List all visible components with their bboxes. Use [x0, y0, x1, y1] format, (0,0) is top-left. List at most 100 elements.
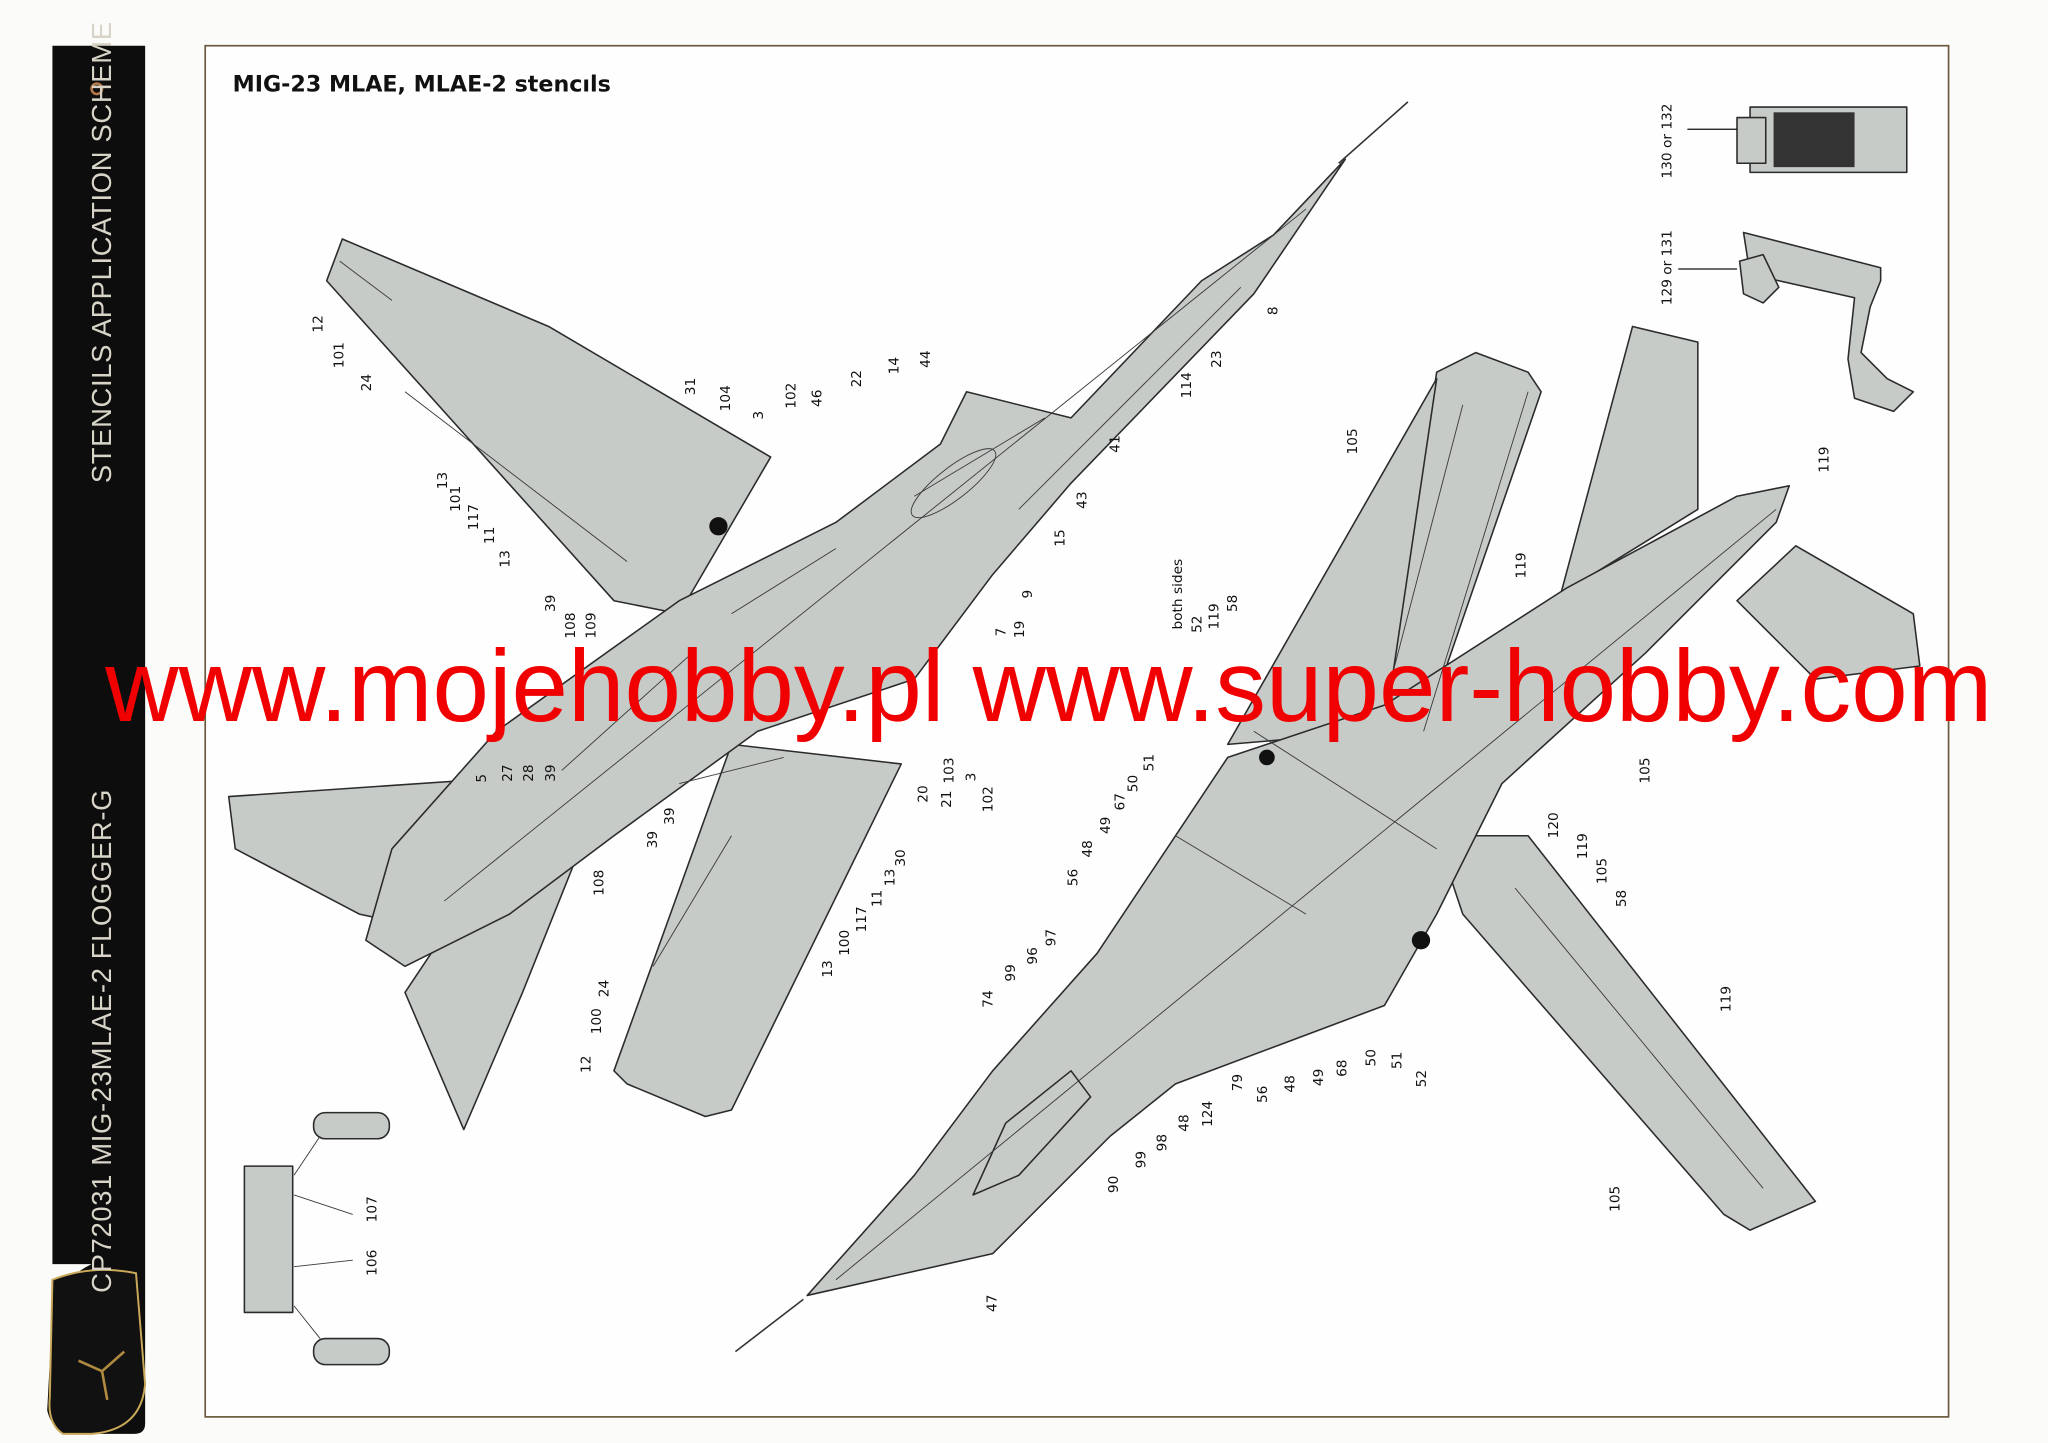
stencil-number-label: 11 — [482, 527, 498, 544]
pitot-probe — [1338, 101, 1409, 164]
stencil-number-label: 28 — [521, 764, 537, 781]
stencil-number-label: 39 — [543, 764, 559, 781]
stencil-number-label: 43 — [1075, 491, 1091, 508]
landing-gear-detail: 107 106 — [243, 1111, 391, 1366]
stencil-number-label: 19 — [1012, 621, 1028, 638]
stencil-number-label: 102 — [981, 786, 997, 812]
stencil-number-label: 114 — [1179, 372, 1195, 398]
stencil-number-label: 14 — [887, 357, 903, 374]
ejection-seat-front: 130 or 132 — [1660, 104, 1908, 179]
stencil-number-label: 100 — [589, 1008, 605, 1034]
stencil-number-label: 120 — [1546, 812, 1562, 838]
stencil-number-label: 3 — [751, 411, 767, 420]
stencil-number-label: 9 — [1020, 590, 1036, 599]
stencil-number-label: 51 — [1389, 1052, 1405, 1069]
sidebar-band: STENCILS APPLICATION SCHEME CP72031 MIG-… — [47, 21, 147, 1435]
stencil-number-label: 5 — [474, 774, 490, 783]
upper-stabilizer — [1559, 325, 1699, 595]
stencil-number-label: 56 — [1255, 1086, 1271, 1103]
sidebar-top-text: STENCILS APPLICATION SCHEME — [86, 21, 117, 483]
stencil-number-label: 96 — [1025, 947, 1041, 964]
stencil-number-label: 49 — [1098, 817, 1114, 834]
stencil-number-label: 100 — [837, 930, 853, 956]
stencil-number-label: 102 — [783, 383, 799, 409]
stencil-number-label: 67 — [1113, 793, 1129, 810]
right-wing — [1435, 834, 1817, 1231]
stencil-number-label: 41 — [1107, 435, 1123, 452]
stencil-number-label: 23 — [1209, 350, 1225, 367]
right-stabilizer — [1736, 545, 1921, 680]
stencil-number-label: 97 — [1043, 929, 1059, 946]
aircraft-underside-view — [227, 101, 1409, 1131]
stencil-number-label: 68 — [1335, 1059, 1351, 1076]
stencil-number-label: 101 — [332, 342, 348, 368]
stencil-number-label: 13 — [883, 869, 899, 886]
aircraft-top-view — [734, 325, 1921, 1353]
stencil-number-label: 47 — [985, 1295, 1001, 1312]
stencil-number-label: 119 — [1718, 986, 1734, 1012]
stencil-number-label: 24 — [597, 980, 613, 997]
gear-label-107: 107 — [364, 1196, 380, 1222]
propeller-logo-icon — [78, 1350, 126, 1401]
stencil-number-label: 56 — [1066, 869, 1082, 886]
stencil-number-label: 119 — [1513, 552, 1529, 578]
sidebar-bottom-text: CP72031 MIG-23MLAE-2 FLOGGER-G — [86, 789, 117, 1293]
stencil-number-label: 24 — [359, 374, 375, 391]
stencil-number-label: 105 — [1345, 428, 1361, 454]
seat-label-front: 130 or 132 — [1660, 104, 1676, 179]
gear-ornament-icon — [90, 82, 104, 96]
stencil-number-label: 48 — [1080, 840, 1096, 857]
stencil-number-label: 119 — [1575, 833, 1591, 859]
stencil-number-label: 108 — [592, 870, 608, 896]
stencil-number-label: 98 — [1154, 1134, 1170, 1151]
stencil-number-label: 103 — [941, 757, 957, 783]
stencil-number-label: 101 — [448, 486, 464, 512]
stencil-number-label: 39 — [543, 595, 559, 612]
stencil-number-label: 105 — [1607, 1186, 1623, 1212]
stencil-number-label: 52 — [1414, 1070, 1430, 1087]
stencil-number-label: 108 — [563, 612, 579, 638]
stencil-number-label: 48 — [1282, 1075, 1298, 1092]
stencil-number-label: 50 — [1363, 1049, 1379, 1066]
stencil-number-label: 90 — [1106, 1176, 1122, 1193]
stencil-number-label: 13 — [820, 960, 836, 977]
stencil-number-label: 49 — [1311, 1069, 1327, 1086]
stencil-number-label: 119 — [1816, 447, 1832, 473]
stencil-number-label: 99 — [1133, 1151, 1149, 1168]
stencil-number-label: 117 — [854, 906, 870, 932]
stencil-number-label: 105 — [1638, 757, 1654, 783]
watermark: www.mojehobby.pl www.super-hobby.com — [104, 629, 1992, 743]
ejection-seat-side: 129 or 131 — [1660, 230, 1915, 413]
pitot-probe — [734, 1298, 804, 1353]
canopy — [972, 1070, 1092, 1196]
stencil-number-label: 8 — [1265, 306, 1281, 315]
stencil-number-label: 52 — [1190, 615, 1206, 632]
fuselage — [365, 158, 1347, 968]
gear-label-106: 106 — [364, 1250, 380, 1276]
page-title: MIG-23 MLAE, MLAE-2 stencıls — [233, 71, 611, 97]
stencil-number-label: 50 — [1126, 775, 1142, 792]
right-wing — [613, 743, 903, 1118]
stencil-number-label: 39 — [662, 807, 678, 824]
stencil-number-label: 7 — [994, 628, 1010, 637]
stencil-number-label: 79 — [1230, 1074, 1246, 1091]
stencil-number-label: 13 — [435, 472, 451, 489]
stencil-number-label: 124 — [1200, 1101, 1216, 1127]
stencil-number-label: 117 — [466, 504, 482, 530]
stencil-number-label: 109 — [584, 612, 600, 638]
stencil-number-label: 31 — [683, 378, 699, 395]
seat-label-side: 129 or 131 — [1660, 230, 1676, 305]
stencil-number-label: 51 — [1141, 754, 1157, 771]
logo-badge — [48, 1268, 147, 1435]
stencil-number-label: 44 — [918, 350, 934, 367]
stencil-number-label: 30 — [893, 849, 909, 866]
stencil-number-label: 74 — [981, 990, 997, 1007]
stencil-number-label: 12 — [578, 1056, 594, 1073]
stencil-number-label: 58 — [1614, 890, 1630, 907]
stencil-number-label: 13 — [497, 550, 513, 567]
stencil-number-label: 46 — [810, 390, 826, 407]
stencil-number-label: 48 — [1177, 1114, 1193, 1131]
